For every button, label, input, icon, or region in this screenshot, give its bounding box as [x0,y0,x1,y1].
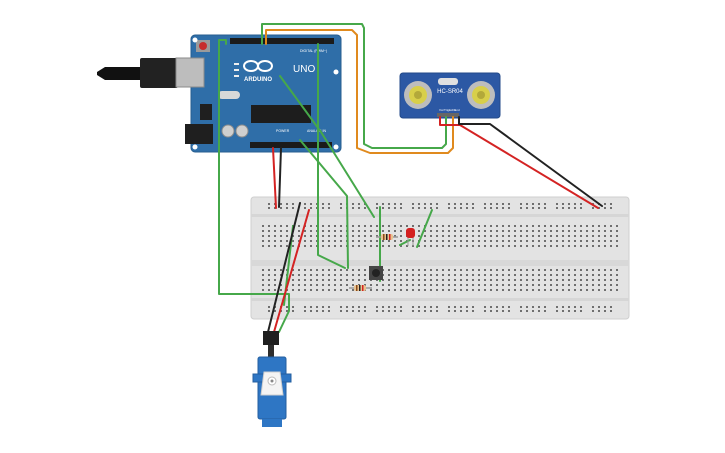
servo-connector [263,331,279,345]
sensor-pins [437,113,459,117]
capacitor [221,124,235,138]
mount-hole [192,37,198,43]
analog-label: ANALOG IN [307,129,327,133]
wire-green[interactable] [416,209,433,248]
indicator-led [234,75,239,77]
arduino-uno-board[interactable]: ARDUINO UNO DIGITAL (PWM~) POWER ANALOG … [97,34,342,153]
sensor-pin-trig: Trig [444,108,449,112]
sensor-model: HC-SR04 [437,89,463,95]
resistor[interactable] [376,234,398,240]
mount-hole [333,144,339,150]
wire-red[interactable] [272,147,277,209]
digital-header [230,38,334,44]
arduino-model: UNO [293,64,315,75]
sensor-crystal [438,78,458,85]
microcontroller-chip [251,105,311,123]
wire-green[interactable] [299,139,349,269]
wire-black[interactable] [267,202,301,333]
mount-hole [333,69,339,75]
digital-label: DIGITAL (PWM~) [300,49,327,53]
arduino-brand: ARDUINO [244,77,272,83]
indicator-led [234,69,239,71]
indicator-led [234,63,239,65]
capacitor [235,124,249,138]
sensor-pin-gnd: Gnd [454,108,460,112]
wire-green[interactable] [279,75,375,218]
voltage-regulator [200,104,212,120]
mount-hole [192,144,198,150]
wire-red[interactable] [273,209,310,333]
ultrasonic-sensor[interactable]: HC-SR04 Vcc Trig Echo Gnd [399,72,501,119]
sensor-pin-vcc: Vcc [439,108,445,112]
servo-motor[interactable] [252,331,292,427]
wire-orange[interactable] [265,29,454,154]
wire-green[interactable] [261,23,447,149]
push-button[interactable] [369,266,383,280]
led-red[interactable] [406,228,415,246]
sensor-pin-echo: Echo [449,108,456,112]
wire-black[interactable] [458,116,603,207]
wire-green[interactable] [218,39,290,333]
wire-black[interactable] [278,147,282,208]
wire-red[interactable] [439,116,599,209]
crystal [218,91,240,99]
usb-plug [140,58,178,88]
power-analog-header [250,142,332,148]
resistor[interactable] [349,285,372,291]
usb-port [175,57,205,88]
power-label: POWER [276,129,290,133]
power-jack [185,124,213,144]
reset-button-cap [199,42,207,50]
wire-green[interactable] [317,43,346,269]
arduino-logo [243,60,273,72]
